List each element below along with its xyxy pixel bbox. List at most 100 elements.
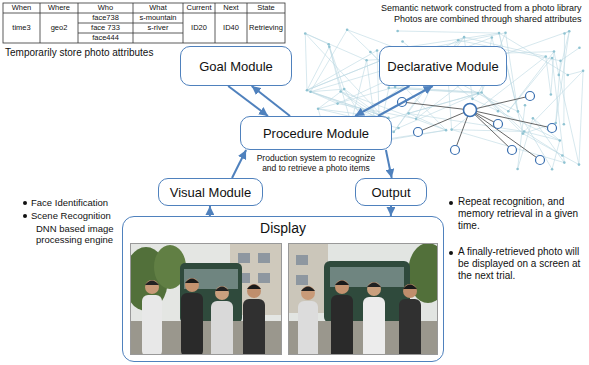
network-link [579, 71, 583, 165]
table-cell: face 733 [78, 23, 133, 33]
network-point [401, 40, 404, 43]
network-point [306, 89, 309, 92]
arrow-connector [252, 86, 290, 116]
photo-right-part-part [301, 287, 315, 292]
photo-left-part-part [247, 284, 261, 298]
network-point [532, 117, 535, 120]
network-point [523, 130, 526, 133]
table-note: Temporarily store photo attributes [5, 47, 153, 59]
network-point [497, 110, 500, 113]
network-point [394, 86, 397, 89]
network-point [309, 90, 312, 93]
network-point [392, 131, 395, 134]
network-point [450, 128, 453, 131]
goal-module-box: Goal Module [180, 46, 292, 86]
photo-left-part-part [215, 286, 229, 300]
photo-left-part-part [211, 301, 233, 355]
photo-right-part [289, 244, 438, 355]
photo-right-part-part [298, 301, 318, 355]
network-point [578, 46, 581, 49]
table-cell: face444 [78, 33, 133, 43]
procedure-note: Production system to recognize and to re… [254, 153, 378, 173]
photo-left-part [211, 286, 233, 355]
photo-left-part-part [145, 281, 159, 286]
network-link [524, 71, 583, 132]
table-grid [3, 3, 285, 43]
arrow-connector [228, 86, 268, 116]
photo-left-part [258, 273, 270, 283]
photo-right-part-part [399, 299, 421, 355]
network-point [563, 32, 566, 35]
photo-right-part-part [335, 281, 349, 286]
network-link [318, 89, 344, 109]
network-link [482, 93, 525, 132]
photo-left-part [181, 278, 203, 355]
network-link [552, 140, 560, 169]
network-spoke [470, 110, 540, 160]
photo-right-part [330, 267, 404, 287]
table-cell: Next [215, 3, 247, 13]
photo-left-part-part [243, 299, 265, 355]
network-point [566, 74, 569, 77]
node-label: Procedure Module [263, 126, 369, 141]
photo-left-part-part [181, 293, 203, 355]
photo-right-part [296, 255, 308, 265]
network-link [310, 69, 387, 92]
network-point [376, 49, 379, 52]
network-point [553, 50, 556, 53]
bullet-subitem: DNN based image processing engine [36, 223, 118, 246]
photo-left-part [243, 284, 265, 355]
arrow-connector [355, 86, 409, 116]
network-link [523, 123, 556, 134]
network-point [397, 127, 400, 130]
node-label: Output [371, 185, 410, 200]
arrow-connector [378, 86, 433, 116]
output-box: Output [355, 178, 427, 206]
photo-right-part [331, 280, 353, 355]
photo-right-part-part [331, 295, 353, 355]
node-label: Display [260, 220, 306, 236]
network-point [561, 154, 564, 157]
photo-right-part-part [403, 285, 417, 290]
network-link [533, 118, 560, 140]
table-grid-part [40, 3, 41, 43]
network-caption: Semantic network constructed from a phot… [380, 3, 583, 14]
procedure-module-box: Procedure Module [240, 116, 392, 150]
table-cell: ID20 [183, 13, 215, 43]
bullet-note: Repeat recognition, and memory retrieval… [458, 196, 584, 232]
network-point [445, 129, 448, 132]
network-spoke [470, 110, 512, 150]
network-spoke [470, 96, 530, 110]
network-point [365, 59, 368, 62]
table-cell: Retrieving [247, 13, 285, 43]
table-cell: Where [40, 3, 78, 13]
table-cell: What [133, 3, 183, 13]
network-link [518, 118, 533, 169]
photo-right-part-part [335, 280, 349, 294]
network-link [499, 33, 568, 75]
table-cell: State [247, 3, 285, 13]
network-link [305, 33, 328, 44]
table-cell: s-mountain [133, 13, 183, 23]
photo-left-part [258, 253, 270, 263]
network-link [347, 30, 370, 52]
table-cell: Current [183, 3, 215, 13]
network-point [568, 30, 571, 33]
network-node [536, 156, 545, 165]
network-point [477, 92, 480, 95]
visual-module-box: Visual Module [158, 178, 263, 206]
table-cell: Who [78, 3, 133, 13]
network-node [414, 128, 423, 137]
network-link [556, 61, 561, 123]
network-point [558, 74, 561, 77]
network-point [517, 110, 520, 113]
network-point [407, 112, 410, 115]
network-point [387, 87, 390, 90]
network-point [317, 107, 320, 110]
network-link [508, 58, 552, 111]
network-point [550, 93, 553, 96]
network-node [526, 92, 535, 101]
network-point [559, 60, 562, 63]
bullet-dots-part [449, 201, 453, 205]
